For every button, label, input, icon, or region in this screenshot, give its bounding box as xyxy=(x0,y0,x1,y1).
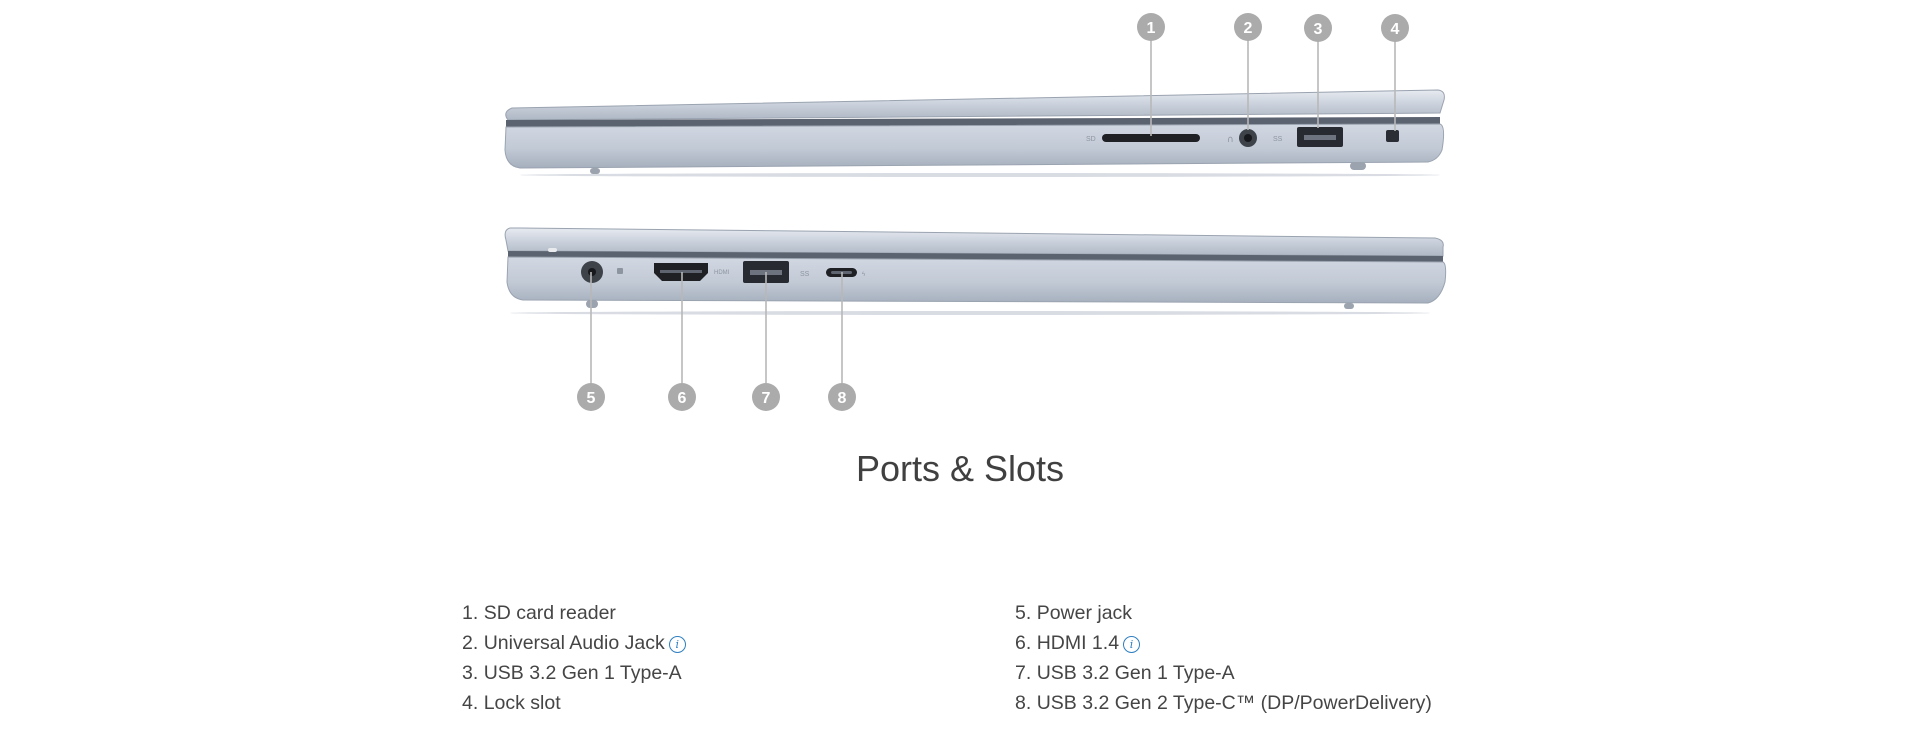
list-item: 1. SD card reader xyxy=(462,598,686,628)
item-number: 2. xyxy=(462,632,479,654)
item-label: Power jack xyxy=(1036,602,1133,624)
item-number: 8. xyxy=(1015,692,1032,714)
info-icon[interactable]: i xyxy=(668,636,686,653)
svg-text:SS: SS xyxy=(800,271,810,278)
power-jack-port xyxy=(581,261,623,283)
item-label: USB 3.2 Gen 2 Type-C™ (DP/PowerDelivery) xyxy=(1036,692,1432,714)
item-number: 6. xyxy=(1015,632,1032,654)
svg-text:HDMI: HDMI xyxy=(714,270,730,276)
item-number: 3. xyxy=(462,662,479,684)
list-item: 3. USB 3.2 Gen 1 Type-A xyxy=(462,658,686,688)
svg-text:SS: SS xyxy=(1273,136,1283,143)
svg-text:∩: ∩ xyxy=(1227,135,1234,145)
page-title: Ports & Slots xyxy=(855,448,1065,489)
marker-5: 5 xyxy=(577,383,605,411)
marker-4: 4 xyxy=(1381,14,1409,42)
item-label: USB 3.2 Gen 1 Type-A xyxy=(483,662,682,684)
usb-a-port-right: SS xyxy=(1273,127,1343,147)
marker-3: 3 xyxy=(1304,14,1332,42)
svg-text:3: 3 xyxy=(1314,21,1323,38)
svg-text:8: 8 xyxy=(838,390,847,407)
item-number: 7. xyxy=(1015,662,1032,684)
hdmi-port: HDMI xyxy=(654,263,730,281)
svg-text:SD: SD xyxy=(1086,136,1096,143)
item-label: Universal Audio Jack xyxy=(483,632,665,654)
svg-text:6: 6 xyxy=(678,390,687,407)
marker-6: 6 xyxy=(668,383,696,411)
audio-jack-port: ∩ xyxy=(1227,129,1257,147)
svg-text:4: 4 xyxy=(1391,21,1400,38)
item-label: HDMI 1.4 xyxy=(1036,632,1120,654)
marker-2: 2 xyxy=(1234,13,1262,41)
sd-card-slot: SD xyxy=(1086,134,1200,143)
item-label: Lock slot xyxy=(483,692,561,714)
list-item: 8. USB 3.2 Gen 2 Type-C™ (DP/PowerDelive… xyxy=(1015,688,1432,718)
port-list-left: 1. SD card reader 2. Universal Audio Jac… xyxy=(462,598,686,718)
svg-text:2: 2 xyxy=(1244,20,1253,37)
marker-8: 8 xyxy=(828,383,856,411)
laptop-right-side-view: SD ∩ SS xyxy=(504,89,1445,177)
list-item: 5. Power jack xyxy=(1015,598,1432,628)
item-number: 5. xyxy=(1015,602,1032,624)
list-item: 4. Lock slot xyxy=(462,688,686,718)
laptop-left-side-view: HDMI SS ϟ xyxy=(504,227,1447,315)
item-number: 1. xyxy=(462,602,479,624)
lock-slot-port xyxy=(1386,130,1399,142)
marker-1: 1 xyxy=(1137,13,1165,41)
info-icon[interactable]: i xyxy=(1123,636,1141,653)
item-label: SD card reader xyxy=(483,602,616,624)
item-number: 4. xyxy=(462,692,479,714)
item-label: USB 3.2 Gen 1 Type-A xyxy=(1036,662,1235,684)
marker-7: 7 xyxy=(752,383,780,411)
svg-text:ϟ: ϟ xyxy=(862,272,866,278)
svg-text:1: 1 xyxy=(1147,20,1156,37)
svg-text:5: 5 xyxy=(587,390,596,407)
list-item: 7. USB 3.2 Gen 1 Type-A xyxy=(1015,658,1432,688)
svg-text:7: 7 xyxy=(762,390,771,407)
